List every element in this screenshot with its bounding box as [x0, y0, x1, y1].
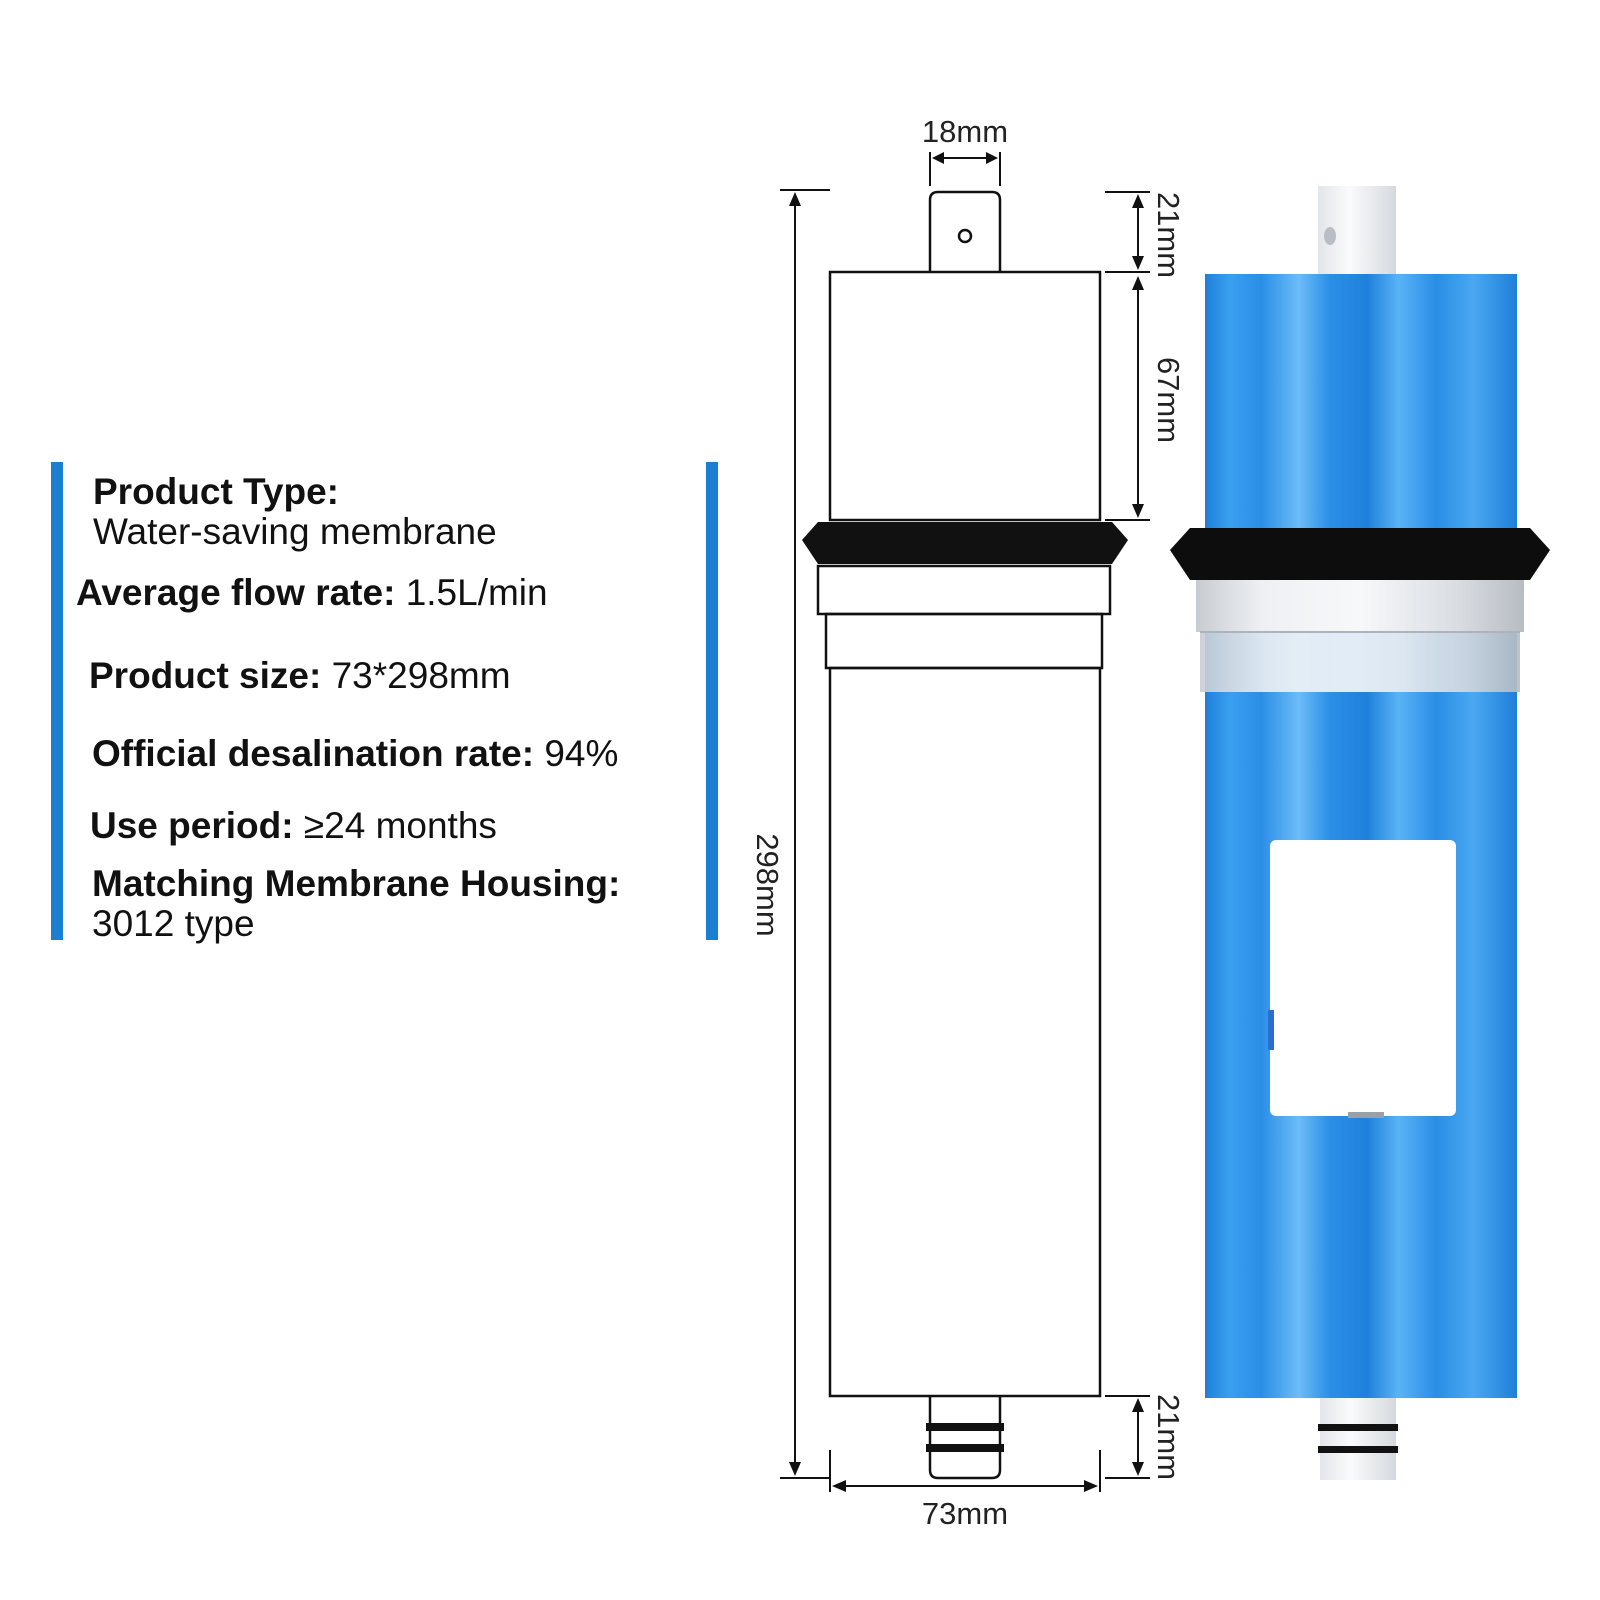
drawing-bottom-oring-2 — [926, 1444, 1004, 1452]
dim-top-pipe-width: 18mm — [922, 114, 1008, 149]
drawing-lower-body — [828, 666, 1102, 1398]
spec-desalination-label: Official desalination rate: — [92, 733, 535, 774]
spec-product-type-label: Product Type: — [93, 471, 339, 512]
spec-flow-rate: Average flow rate: 1.5L/min — [76, 573, 548, 613]
line-drawing — [816, 190, 1112, 1480]
product-bottom-oring-2 — [1318, 1446, 1398, 1453]
drawing-upper-body — [828, 270, 1102, 522]
drawing-ring-1 — [816, 564, 1112, 616]
drawing-pipe-hole — [957, 228, 973, 244]
product-label — [1270, 840, 1456, 1116]
spec-product-type-value: Water-saving membrane — [93, 511, 497, 552]
dim-top-pipe-length: 21mm — [1151, 192, 1186, 278]
spec-housing: Matching Membrane Housing: 3012 type — [92, 864, 620, 944]
spec-flow-rate-label: Average flow rate: — [76, 572, 396, 613]
spec-product-size-label: Product size: — [89, 655, 322, 696]
spec-desalination-value: 94% — [544, 733, 619, 774]
product-blue-body — [1205, 274, 1517, 1398]
spec-product-size: Product size: 73*298mm — [89, 656, 511, 696]
product-seal-ring — [1170, 528, 1550, 580]
dim-bottom-pipe-length: 21mm — [1151, 1394, 1186, 1480]
drawing-seal-ring — [802, 522, 1128, 564]
spec-housing-label: Matching Membrane Housing: — [92, 863, 621, 904]
drawing-ring-2 — [824, 612, 1104, 670]
spec-use-period-value: ≥24 months — [303, 805, 497, 846]
spec-flow-rate-value: 1.5L/min — [405, 572, 548, 613]
drawing-top-pipe — [928, 190, 1002, 272]
right-accent-bar — [706, 462, 718, 940]
dim-total-length: 298mm — [750, 833, 785, 936]
dimension-lines — [780, 152, 1150, 1492]
spec-product-size-value: 73*298mm — [331, 655, 511, 696]
product-silver-ring — [1196, 580, 1524, 632]
spec-product-type: Product Type: Water-saving membrane — [93, 472, 497, 552]
left-accent-bar — [51, 462, 63, 940]
membrane-product-image — [1170, 186, 1550, 1480]
spec-use-period-label: Use period: — [90, 805, 294, 846]
dim-diameter: 73mm — [922, 1496, 1008, 1531]
product-bottom-pipe — [1320, 1398, 1396, 1480]
dim-upper-section: 67mm — [1151, 357, 1186, 443]
product-bottom-oring-1 — [1318, 1424, 1398, 1431]
spec-desalination: Official desalination rate: 94% — [92, 734, 618, 774]
drawing-bottom-pipe — [928, 1396, 1002, 1480]
drawing-bottom-oring-1 — [926, 1423, 1004, 1431]
spec-housing-value: 3012 type — [92, 903, 255, 944]
spec-use-period: Use period: ≥24 months — [90, 806, 497, 846]
